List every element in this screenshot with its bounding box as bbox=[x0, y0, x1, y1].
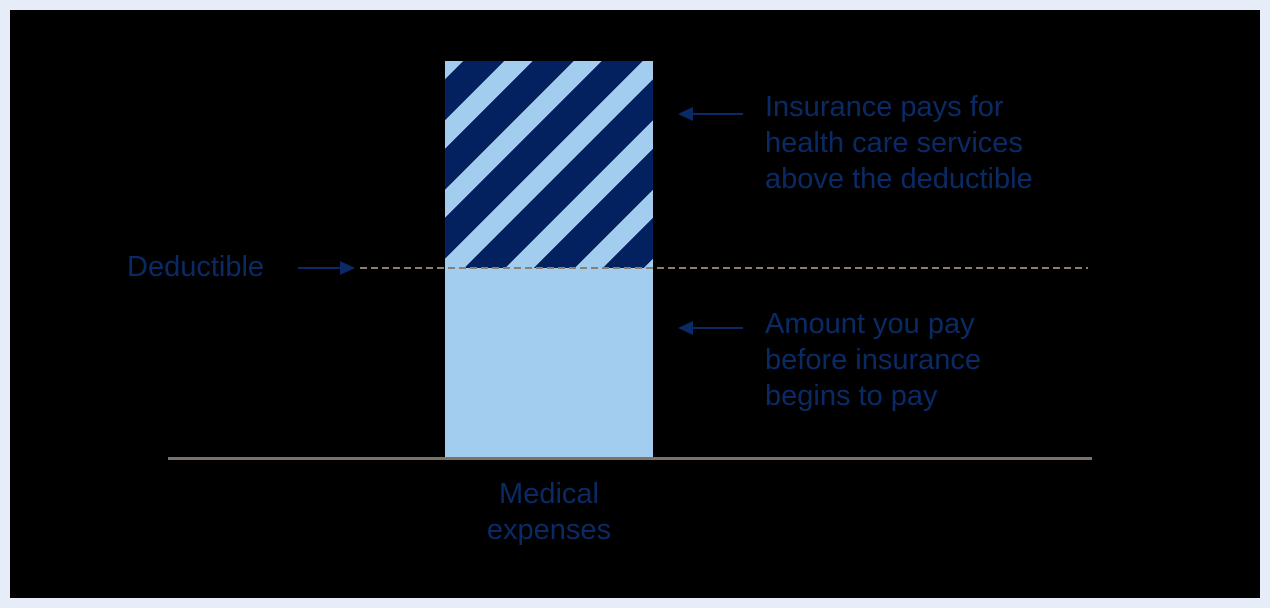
insurance-annotation-line-3: above the deductible bbox=[765, 163, 1033, 195]
insurance-annotation: Insurance pays for health care services … bbox=[765, 89, 1033, 197]
deductible-segment bbox=[445, 268, 653, 458]
insurance-annotation-line-2: health care services bbox=[765, 127, 1023, 159]
you-pay-annotation-line-3: begins to pay bbox=[765, 380, 938, 412]
x-axis-line bbox=[168, 457, 1092, 460]
you-pay-annotation-line-2: before insurance bbox=[765, 344, 982, 376]
deductible-reference-line bbox=[360, 267, 1088, 269]
you-pay-annotation: Amount you pay before insurance begins t… bbox=[765, 306, 981, 414]
insurance-segment bbox=[445, 61, 653, 268]
insurance-annotation-line-1: Insurance pays for bbox=[765, 91, 1004, 123]
deductible-label: Deductible bbox=[127, 251, 265, 283]
x-axis-category-line-1: Medical bbox=[499, 478, 599, 510]
you-pay-annotation-line-1: Amount you pay bbox=[765, 308, 975, 340]
x-axis-category-line-2: expenses bbox=[486, 514, 612, 546]
chart-canvas: Deductible Insurance pays for health car… bbox=[10, 10, 1260, 598]
x-axis-category-label: Medical expenses bbox=[399, 476, 699, 548]
